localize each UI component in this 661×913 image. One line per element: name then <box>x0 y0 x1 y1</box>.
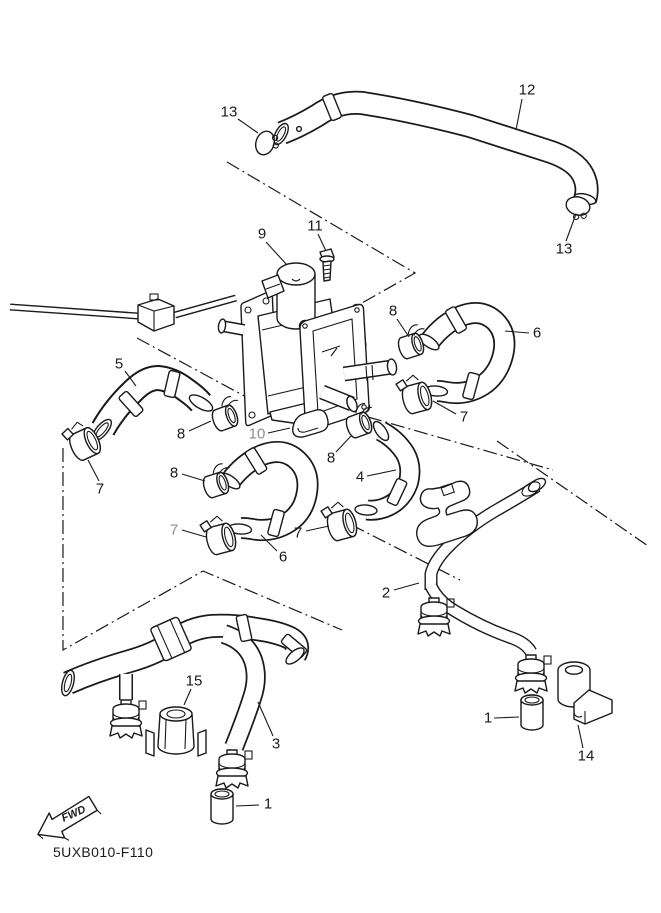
callout-leader-13 <box>237 118 259 134</box>
part-3-pipe-assembly <box>61 613 310 789</box>
callout-11[interactable]: 11 <box>307 218 323 235</box>
callout-leader-1 <box>493 716 520 719</box>
callout-2[interactable]: 2 <box>382 585 390 602</box>
part-11-bolt <box>319 248 335 282</box>
part-12-hose <box>273 90 599 206</box>
part-6-hose-left <box>219 440 319 542</box>
callout-13[interactable]: 13 <box>221 104 238 121</box>
callout-leader-6 <box>260 534 278 552</box>
callout-leader-12 <box>515 98 523 131</box>
callout-leader-11 <box>317 233 327 252</box>
callout-leader-15 <box>183 688 192 706</box>
callout-leader-7 <box>87 459 100 482</box>
wire-connector <box>137 293 175 332</box>
part-4-hose <box>354 420 421 521</box>
callout-12[interactable]: 12 <box>519 82 536 99</box>
part-8-clamp-hose5 <box>206 393 247 434</box>
callout-leader-7 <box>181 529 207 538</box>
callout-leader-13 <box>565 213 577 242</box>
callout-leader-3 <box>257 701 274 737</box>
diagram-code: 5UXB010-F110 <box>53 844 153 860</box>
callout-8[interactable]: 8 <box>327 450 335 467</box>
callout-leader-5 <box>124 370 137 387</box>
part-6-hose-right <box>418 301 516 405</box>
part-2-pipe-assembly <box>416 477 552 694</box>
callout-15[interactable]: 15 <box>186 673 203 690</box>
part-10-clip <box>292 409 329 438</box>
part-7-clamp-hose6-left <box>198 512 239 558</box>
part-1-sleeve-right <box>520 694 544 731</box>
part-15-holder <box>145 706 207 757</box>
callout-leader-1 <box>235 804 260 807</box>
callout-6[interactable]: 6 <box>533 325 541 342</box>
part-9-valve-assembly <box>217 248 398 432</box>
callout-7[interactable]: 7 <box>294 525 302 542</box>
part-7-clamp-hose6-right <box>394 371 435 417</box>
callout-8[interactable]: 8 <box>177 426 185 443</box>
callout-7[interactable]: 7 <box>96 481 104 498</box>
callout-7[interactable]: 7 <box>460 409 468 426</box>
callout-5[interactable]: 5 <box>115 356 123 373</box>
callout-1[interactable]: 1 <box>264 796 272 813</box>
callout-10[interactable]: 10 <box>249 426 266 443</box>
callout-leader-6 <box>504 330 530 334</box>
callout-leader-8 <box>181 473 206 482</box>
part-14-bracket <box>557 661 613 725</box>
callout-7[interactable]: 7 <box>170 522 178 539</box>
callout-leader-10 <box>267 427 291 434</box>
fwd-arrow-icon: FWD <box>37 795 102 841</box>
callout-6[interactable]: 6 <box>279 549 287 566</box>
callout-9[interactable]: 9 <box>258 226 266 243</box>
callout-leader-14 <box>577 724 584 749</box>
callout-leader-8 <box>396 318 410 338</box>
callout-leader-9 <box>265 241 288 266</box>
callout-8[interactable]: 8 <box>170 465 178 482</box>
callout-leader-8 <box>188 420 212 432</box>
callout-14[interactable]: 14 <box>578 748 595 765</box>
callout-leader-4 <box>366 469 397 477</box>
callout-leader-7 <box>305 525 330 532</box>
callout-4[interactable]: 4 <box>356 469 364 486</box>
callout-leader-7 <box>432 400 457 415</box>
callout-3[interactable]: 3 <box>272 736 280 753</box>
part-1-sleeve-left <box>210 788 234 825</box>
callout-leader-2 <box>393 582 420 591</box>
part-5-hose <box>91 365 214 442</box>
callout-8[interactable]: 8 <box>389 303 397 320</box>
callout-1[interactable]: 1 <box>484 710 492 727</box>
callout-13[interactable]: 13 <box>556 241 573 258</box>
valve-lead-wire <box>9 294 237 320</box>
part-7-clamp-hose4 <box>319 498 360 544</box>
callout-leader-8 <box>335 435 352 453</box>
